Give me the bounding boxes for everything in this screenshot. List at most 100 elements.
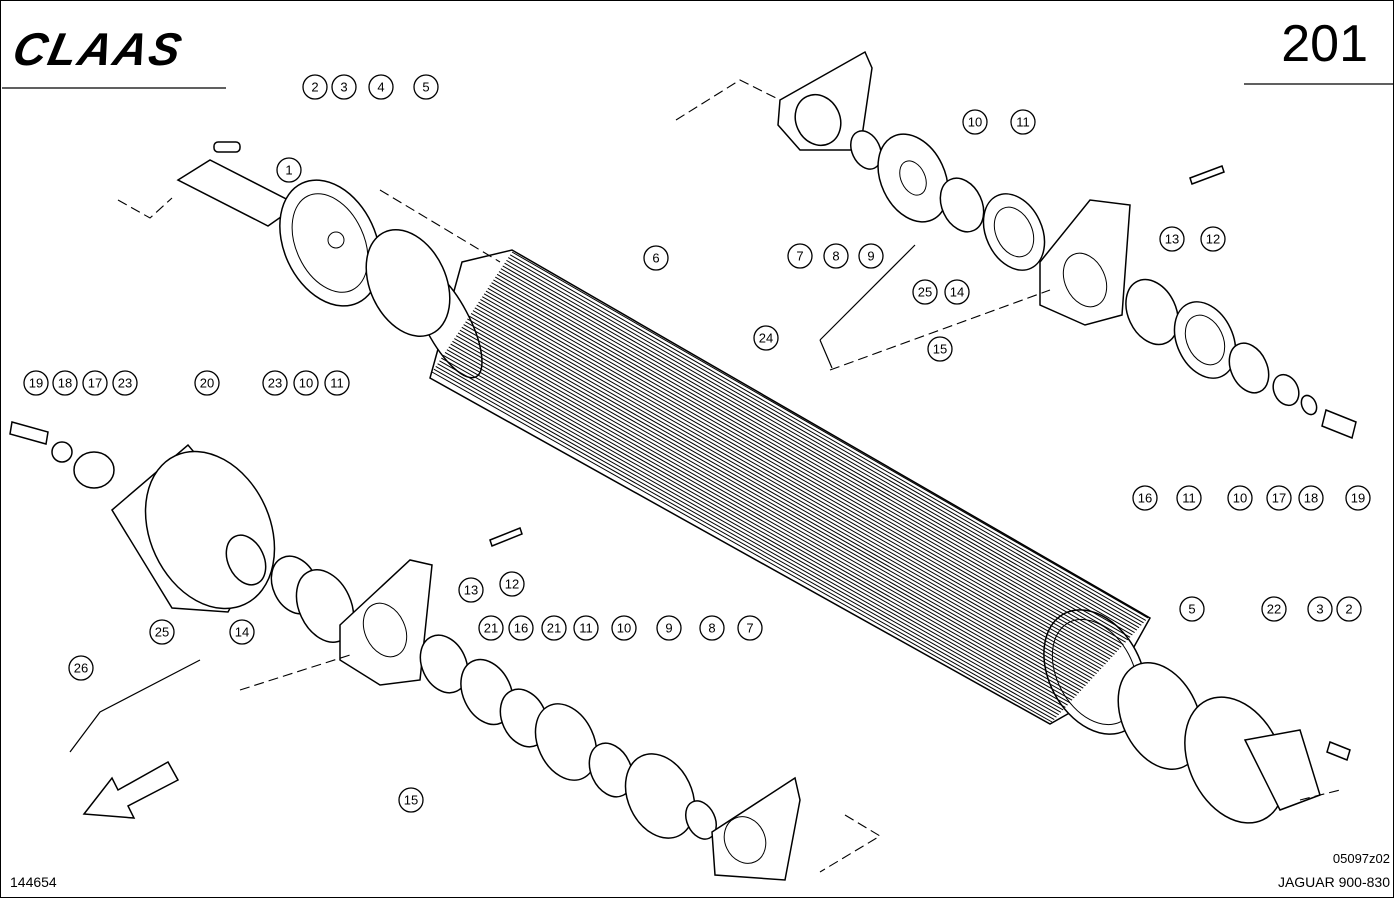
callout-15: 15 — [927, 336, 953, 362]
callout-13: 13 — [458, 577, 484, 603]
callout-19: 19 — [1345, 485, 1371, 511]
callout-number: 11 — [579, 621, 593, 636]
callout-number: 19 — [1351, 491, 1365, 506]
callout-12: 12 — [1200, 226, 1226, 252]
callout-number: 13 — [1165, 232, 1179, 247]
callout-3: 3 — [1307, 596, 1333, 622]
callout-23: 23 — [262, 370, 288, 396]
callout-number: 23 — [118, 376, 132, 391]
callout-16: 16 — [1132, 485, 1158, 511]
callout-number: 4 — [377, 80, 384, 95]
callout-17: 17 — [1266, 485, 1292, 511]
callout-number: 15 — [933, 342, 947, 357]
callout-18: 18 — [1298, 485, 1324, 511]
callout-9: 9 — [656, 615, 682, 641]
callout-number: 6 — [652, 251, 659, 266]
callout-number: 9 — [867, 249, 874, 264]
callout-number: 11 — [330, 376, 344, 391]
stub-shaft-flange — [1117, 662, 1351, 824]
drawing-code: 05097z02 — [1332, 851, 1390, 866]
callout-10: 10 — [611, 615, 637, 641]
callout-number: 10 — [299, 376, 313, 391]
callout-number: 8 — [832, 249, 839, 264]
callout-number: 8 — [708, 621, 715, 636]
callout-number: 21 — [484, 621, 498, 636]
callout-7: 7 — [787, 243, 813, 269]
callout-1: 1 — [276, 157, 302, 183]
callout-number: 3 — [340, 80, 347, 95]
callout-number: 23 — [268, 376, 282, 391]
callout-number: 5 — [422, 80, 429, 95]
callout-number: 7 — [746, 621, 753, 636]
callout-14: 14 — [944, 279, 970, 305]
model-label: JAGUAR 900-830 — [1277, 874, 1390, 890]
callout-number: 19 — [29, 376, 43, 391]
callout-8: 8 — [823, 243, 849, 269]
callout-number: 9 — [665, 621, 672, 636]
callout-2: 2 — [302, 74, 328, 100]
callout-21: 21 — [541, 615, 567, 641]
callout-25: 25 — [912, 279, 938, 305]
callout-2: 2 — [1336, 596, 1362, 622]
callout-number: 10 — [968, 115, 982, 130]
callout-number: 22 — [1267, 602, 1281, 617]
callout-10: 10 — [1227, 485, 1253, 511]
sheet-id: 144654 — [10, 874, 57, 890]
callout-26: 26 — [68, 655, 94, 681]
callout-number: 3 — [1316, 602, 1323, 617]
callout-number: 14 — [950, 285, 964, 300]
callout-number: 18 — [58, 376, 72, 391]
callout-21: 21 — [478, 615, 504, 641]
callout-11: 11 — [573, 615, 599, 641]
callout-7: 7 — [737, 615, 763, 641]
callout-number: 16 — [514, 621, 528, 636]
callout-24: 24 — [753, 325, 779, 351]
callout-number: 24 — [759, 331, 773, 346]
callout-11: 11 — [324, 370, 350, 396]
callout-19: 19 — [23, 370, 49, 396]
callout-8: 8 — [699, 615, 725, 641]
callout-10: 10 — [293, 370, 319, 396]
callout-number: 25 — [918, 285, 932, 300]
callout-5: 5 — [413, 74, 439, 100]
lower-bearing-assembly — [69, 527, 801, 881]
callout-11: 11 — [1010, 109, 1036, 135]
drive-flange-assembly — [176, 141, 451, 337]
upper-right-bearing-assembly — [777, 50, 1357, 440]
callout-number: 13 — [464, 583, 478, 598]
callout-16: 16 — [508, 615, 534, 641]
callout-14: 14 — [229, 619, 255, 645]
callout-number: 17 — [1272, 491, 1286, 506]
callout-13: 13 — [1159, 226, 1185, 252]
callout-25: 25 — [149, 619, 175, 645]
drive-pulley-assembly — [9, 421, 355, 643]
callout-22: 22 — [1261, 596, 1287, 622]
callout-3: 3 — [331, 74, 357, 100]
callout-number: 16 — [1138, 491, 1152, 506]
callout-number: 2 — [1345, 602, 1352, 617]
callout-15: 15 — [398, 787, 424, 813]
callout-number: 1 — [285, 163, 292, 178]
callout-number: 10 — [617, 621, 631, 636]
callout-number: 11 — [1016, 115, 1030, 130]
callout-number: 15 — [404, 793, 418, 808]
callout-number: 11 — [1182, 491, 1196, 506]
callout-17: 17 — [82, 370, 108, 396]
callout-number: 18 — [1304, 491, 1318, 506]
callout-number: 10 — [1233, 491, 1247, 506]
callout-number: 12 — [505, 577, 519, 592]
callout-number: 21 — [547, 621, 561, 636]
callout-number: 12 — [1206, 232, 1220, 247]
callout-number: 7 — [796, 249, 803, 264]
callout-number: 20 — [200, 376, 214, 391]
callout-number: 25 — [155, 625, 169, 640]
page-number: 201 — [1281, 15, 1368, 73]
callout-9: 9 — [858, 243, 884, 269]
callout-23: 23 — [112, 370, 138, 396]
callout-11: 11 — [1176, 485, 1202, 511]
callout-number: 17 — [88, 376, 102, 391]
callout-number: 26 — [74, 661, 88, 676]
callout-4: 4 — [368, 74, 394, 100]
